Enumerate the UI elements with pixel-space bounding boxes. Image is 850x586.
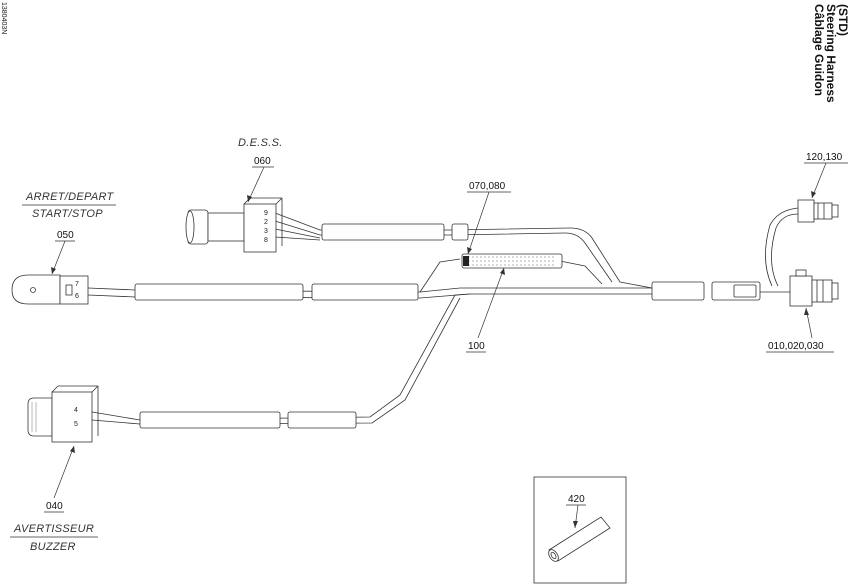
buzzer-pin-1: 4 xyxy=(74,407,78,414)
title-line-3: (STD) xyxy=(836,4,850,36)
dess-body-edge-2 xyxy=(275,197,283,205)
top-connector-body xyxy=(797,199,815,223)
buzzer-connector xyxy=(27,385,99,443)
connector-top-leader xyxy=(811,162,827,199)
buzzer-wire-2 xyxy=(91,297,461,425)
main-connector-tip xyxy=(831,282,839,300)
top-connector-wire-1 xyxy=(765,207,799,287)
dess-leader xyxy=(247,166,265,203)
start-stop-hole xyxy=(30,287,36,293)
dess-wire-2 xyxy=(274,220,613,283)
start-stop-body xyxy=(59,275,89,305)
splice-block xyxy=(461,253,563,269)
splice-wire-in xyxy=(419,258,461,293)
drawing-code: 1380403N xyxy=(0,2,7,34)
connector-top-arrowhead xyxy=(811,191,816,198)
title-line-1: Câblage Guidon xyxy=(812,4,826,96)
sleeve-trunk-2 xyxy=(311,283,419,301)
splice-hatch xyxy=(468,256,556,266)
sleeve-dess-1 xyxy=(321,223,445,241)
wiring xyxy=(87,207,799,425)
dess-label: D.E.S.S. xyxy=(238,137,283,149)
buzzer-label-en: BUZZER xyxy=(30,541,76,553)
main-connector-latch xyxy=(795,269,807,277)
sleeve-trunk-1 xyxy=(134,283,304,301)
dess-wire-4 xyxy=(274,236,321,241)
top-right-connector xyxy=(797,199,839,223)
splice-lower-arrowhead xyxy=(500,268,505,275)
start-stop-label-fr: ARRET/DEPART xyxy=(25,191,115,203)
buzzer-leader xyxy=(53,445,75,499)
splice-leader xyxy=(467,191,490,255)
top-connector-wire-2 xyxy=(771,213,799,287)
connector-main-arrowhead xyxy=(804,308,809,315)
start-stop-ref: 050 xyxy=(57,230,74,241)
dess-pin-4: 8 xyxy=(264,237,268,244)
connector-top-ref: 120,130 xyxy=(806,152,843,163)
dess-plug-neck xyxy=(207,212,245,242)
sleeve-buzzer-1 xyxy=(139,411,281,429)
buzzer-body xyxy=(51,391,93,443)
dess-connector-body xyxy=(243,203,277,253)
dess-plug-face xyxy=(185,210,195,244)
start-stop-pin-2: 6 xyxy=(75,293,79,300)
splice-ref: 070,080 xyxy=(469,181,506,192)
main-right-connector xyxy=(789,269,839,307)
connector-main-ref: 010,020,030 xyxy=(768,341,824,352)
dess-pin-1: 9 xyxy=(264,210,268,217)
sleeve-tube-hole xyxy=(550,551,557,560)
splice-lower-leader xyxy=(477,267,505,339)
sleeve-buzzer-2 xyxy=(287,411,357,429)
buzzer-ref: 040 xyxy=(46,501,63,512)
buzzer-pin-2: 5 xyxy=(74,421,78,428)
buzzer-label-fr: AVERTISSEUR xyxy=(13,523,94,535)
dess-pin-2: 2 xyxy=(264,219,268,226)
dess-connector xyxy=(185,197,283,253)
top-connector-nose xyxy=(813,202,833,220)
main-connector-body xyxy=(789,275,813,307)
sleeve-dess-2 xyxy=(451,223,469,241)
start-stop-arrowhead xyxy=(51,267,56,274)
splice-wire-out xyxy=(559,260,603,285)
sleeve-arrowhead xyxy=(573,521,578,528)
title-line-2: Steering Harness xyxy=(824,4,838,103)
start-stop-paddle xyxy=(11,274,61,305)
start-stop-label-en: START/STOP xyxy=(32,208,103,220)
sleeve-right-1 xyxy=(651,281,705,301)
sleeve-part xyxy=(548,516,611,562)
buzzer-plug xyxy=(27,397,53,437)
dess-ref: 060 xyxy=(254,156,271,167)
main-trunk-wire-2 xyxy=(87,293,652,299)
dess-wire-3 xyxy=(274,228,321,239)
sleeve-right-inner xyxy=(733,284,757,298)
buzzer-plug-ribs xyxy=(31,402,37,432)
top-connector-tip xyxy=(831,204,839,218)
buzzer-edge-1 xyxy=(51,385,59,393)
dess-arrowhead xyxy=(247,195,252,202)
title-block: Câblage Guidon Steering Harness (STD) xyxy=(812,4,850,103)
main-connector-nose xyxy=(811,279,833,303)
splice-lower-ref: 100 xyxy=(468,341,485,352)
splice-end-marker xyxy=(463,256,469,266)
sleeve-ref: 420 xyxy=(568,494,585,505)
buzzer-arrowhead xyxy=(70,446,75,453)
dess-pin-3: 3 xyxy=(264,228,268,235)
dess-wire-1 xyxy=(274,212,653,289)
start-stop-pin-1: 7 xyxy=(75,281,79,288)
start-stop-switch xyxy=(11,274,89,305)
buzzer-wire-1 xyxy=(91,293,471,421)
splice-arrowhead xyxy=(467,247,472,254)
start-stop-window xyxy=(65,284,73,296)
buzzer-edge-2 xyxy=(91,385,99,393)
sleeves xyxy=(134,223,761,429)
